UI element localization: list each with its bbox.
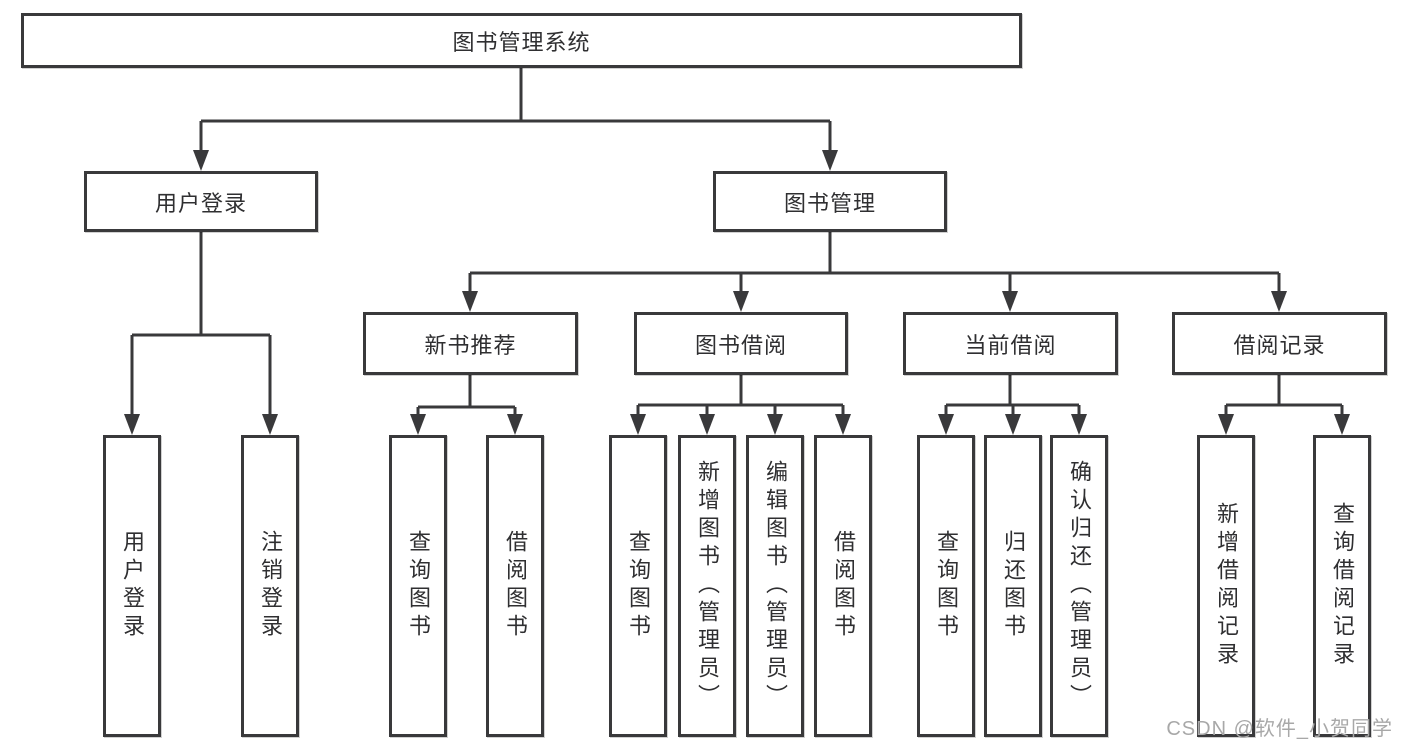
node-book-management: 图书管理: [713, 171, 947, 232]
leaf-user-login: 用户登录: [103, 435, 161, 737]
node-user-login: 用户登录: [84, 171, 318, 232]
leaf-add-borrow-record: 新增借阅记录: [1197, 435, 1255, 737]
arrowheads: [124, 150, 1350, 435]
leaf-return-book: 归还图书: [984, 435, 1042, 737]
leaf-borrow-book: 借阅图书: [814, 435, 872, 737]
node-current-borrow: 当前借阅: [903, 312, 1118, 375]
leaf-query-borrow-record: 查询借阅记录: [1313, 435, 1371, 737]
node-new-book-recommend: 新书推荐: [363, 312, 578, 375]
leaf-query-book-recommend: 查询图书: [389, 435, 447, 737]
leaf-add-book-admin: 新增图书（管理员）: [678, 435, 736, 737]
node-root-system: 图书管理系统: [21, 13, 1022, 68]
node-book-borrow: 图书借阅: [634, 312, 848, 375]
node-borrow-records: 借阅记录: [1172, 312, 1387, 375]
leaf-borrow-book-recommend: 借阅图书: [486, 435, 544, 737]
leaf-logout: 注销登录: [241, 435, 299, 737]
leaf-query-book-borrow: 查询图书: [609, 435, 667, 737]
leaf-confirm-return-admin: 确认归还（管理员）: [1050, 435, 1108, 737]
leaf-query-book-current: 查询图书: [917, 435, 975, 737]
leaf-edit-book-admin: 编辑图书（管理员）: [746, 435, 804, 737]
